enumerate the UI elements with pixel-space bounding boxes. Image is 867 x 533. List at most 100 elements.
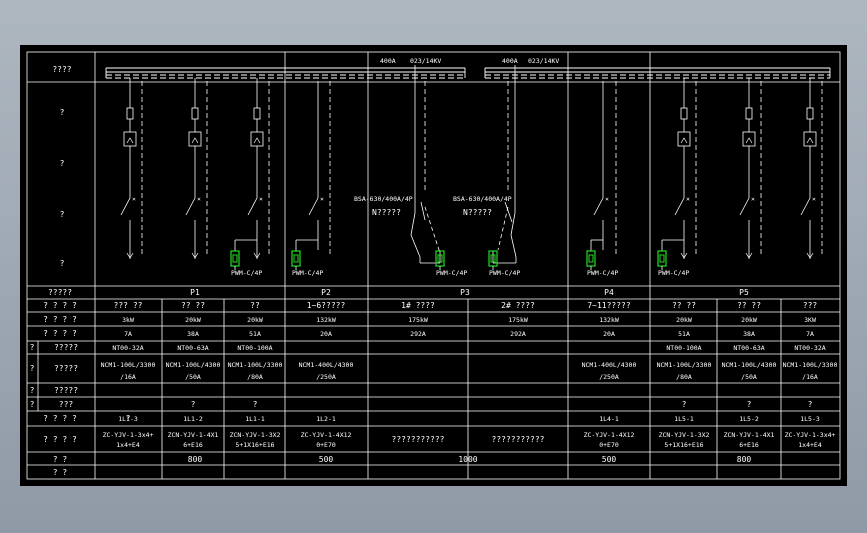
arrow <box>680 252 688 259</box>
switch-mark: × <box>197 195 201 203</box>
bus-row-label: ???? <box>52 65 71 74</box>
row-label-code: ? ? ? ? <box>43 414 77 423</box>
meter-mark-4: ? <box>682 400 687 409</box>
meter-4: PWM-C/4P <box>435 250 467 277</box>
switch-mark: × <box>132 195 136 203</box>
meter-label: PWM-C/4P <box>658 269 689 277</box>
cell-breaker: NT00-100A <box>237 344 272 352</box>
meter-mark-3: ? <box>253 400 258 409</box>
row-label-2: ? <box>60 159 65 168</box>
cell-cable: 5+1X16+E16 <box>664 441 703 449</box>
row-label-1: ? <box>60 108 65 117</box>
cell-name: 2# ???? <box>501 301 535 310</box>
meter-core <box>490 254 496 263</box>
group-p5: P5 <box>739 288 749 297</box>
side-label-1: ? <box>30 343 35 352</box>
cell-contactor: NCM1-100L/4300 <box>166 361 221 369</box>
wire <box>593 197 604 216</box>
meter-box <box>291 250 301 267</box>
relay-mark <box>745 137 753 144</box>
cell-cable: ??????????? <box>492 435 545 444</box>
relay-mark <box>806 137 814 144</box>
cell-contactor: NCM1-100L/4300 <box>722 361 777 369</box>
row-label-extra: ????? <box>54 386 78 395</box>
cell-current: 38A <box>187 330 199 338</box>
cell-contactor: /16A <box>120 373 136 381</box>
group-p1: P1 <box>190 288 200 297</box>
meter-label: PWM-C/4P <box>489 269 520 277</box>
relay-box <box>123 131 137 147</box>
cell-power: 132kW <box>599 316 619 324</box>
switch-mark: × <box>812 195 816 203</box>
fuse <box>253 107 261 120</box>
cell-current: 292A <box>510 330 526 338</box>
bus-current-right: 400A <box>502 57 518 65</box>
meter-label: PWM-C/4P <box>436 269 467 277</box>
cell-name: ?? ?? <box>672 301 696 310</box>
row-label-width: ? ? <box>53 455 68 464</box>
cell-name: 1~6????? <box>307 301 346 310</box>
cell-name: ?? <box>250 301 260 310</box>
cell-contactor: /16A <box>802 373 818 381</box>
group-p3: P3 <box>460 288 470 297</box>
wire <box>800 197 811 216</box>
cell-cable: ZC-YJV-1-4X12 <box>584 431 635 439</box>
row-label-meter: ??? <box>59 400 74 409</box>
switch-mark: × <box>259 195 263 203</box>
meter-core <box>588 254 594 263</box>
cell-power: 3kW <box>122 316 134 324</box>
cell-breaker: NT00-100A <box>666 344 701 352</box>
meter-label: PWM-C/4P <box>231 269 262 277</box>
bus-current-left: 400A <box>380 57 396 65</box>
cell-power: 20kW <box>741 316 757 324</box>
cell-name: ??? <box>803 301 818 310</box>
cell-contactor: NCM1-400L/4300 <box>299 361 354 369</box>
cell-cable: ZC-YJV-1-3x4+ <box>785 431 836 439</box>
cell-code: 1L5-1 <box>674 415 694 423</box>
width-p4: 500 <box>602 455 617 464</box>
arrow <box>253 252 261 259</box>
meter-mark-5: ? <box>747 400 752 409</box>
row-label-contactor: ????? <box>54 364 78 373</box>
cell-contactor: /50A <box>185 373 201 381</box>
cell-cable: 1x4+E4 <box>116 441 140 449</box>
wire <box>247 197 258 216</box>
arrow <box>806 252 814 259</box>
row-label-3: ? <box>60 210 65 219</box>
cell-code: 1L5-3 <box>800 415 820 423</box>
cell-current: 51A <box>678 330 690 338</box>
row-label-breaker: ????? <box>54 343 78 352</box>
cell-power: 175kW <box>408 316 428 324</box>
cell-name: 7~11????? <box>587 301 631 310</box>
switch-mark: × <box>686 195 690 203</box>
cell-name: ??? ?? <box>114 301 143 310</box>
width-p2: 500 <box>319 455 334 464</box>
bus-spec-right: 023/14KV <box>528 57 559 65</box>
row-label-cable: ? ? ? ? <box>43 435 77 444</box>
breaker-model-left: BSA-630/400A/4P <box>354 195 413 203</box>
row-label-4: ? <box>60 259 65 268</box>
width-p5: 800 <box>737 455 752 464</box>
cell-current: 20A <box>603 330 615 338</box>
side-label-4: ? <box>30 400 35 409</box>
cell-contactor: NCM1-100L/3300 <box>657 361 712 369</box>
meter-box <box>230 250 240 267</box>
meter-label: PWM-C/4P <box>587 269 618 277</box>
meter-core <box>293 254 299 263</box>
cell-current: 51A <box>249 330 261 338</box>
relay-box <box>677 131 691 147</box>
wire <box>308 197 319 216</box>
cell-code: 1L1-2 <box>183 415 203 423</box>
breaker-name-right: N????? <box>463 208 492 217</box>
cell-code: 1L5-2 <box>739 415 759 423</box>
fuse <box>745 107 753 120</box>
relay-box <box>803 131 817 147</box>
relay-box <box>250 131 264 147</box>
cell-current: 7A <box>124 330 132 338</box>
incoming-breakers <box>410 65 517 263</box>
meter-2: PWM-C/4P <box>230 250 262 277</box>
cell-cable: ZC-YJV-1-4X12 <box>301 431 352 439</box>
bus-spec-left: 023/14KV <box>410 57 441 65</box>
arrow <box>745 252 753 259</box>
cell-contactor: NCM1-100L/3300 <box>101 361 156 369</box>
